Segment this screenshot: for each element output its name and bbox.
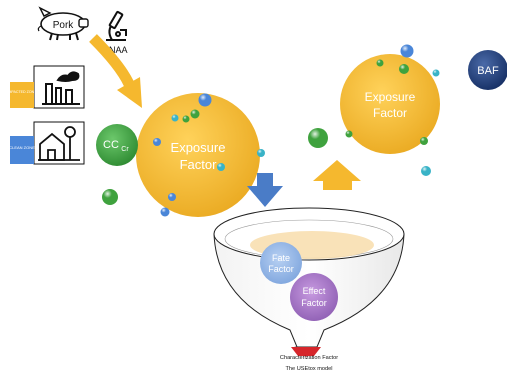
bubble (421, 166, 431, 176)
ccr-label: CC (103, 139, 119, 151)
bubble (400, 44, 414, 58)
outlet-drip (291, 347, 321, 356)
bubble (257, 149, 265, 157)
bubble (399, 64, 409, 74)
exposure-left-line1: Exposure (171, 140, 226, 155)
fate-factor-circle (260, 242, 302, 284)
exposure-right-line1: Exposure (365, 90, 416, 104)
ccr-circle (96, 124, 138, 166)
baf-circle (468, 50, 507, 90)
bubble (153, 138, 161, 146)
bubble (198, 93, 212, 107)
exposure-left-line2: Factor (180, 157, 218, 172)
effect-line2: Factor (301, 298, 327, 308)
clean-zone-label: CLEAN ZONE (9, 145, 35, 150)
bubble (308, 128, 328, 148)
inaa-label: INAA (106, 45, 127, 55)
bubble (376, 59, 384, 67)
down-arrow (247, 173, 283, 207)
impacted-zone-label: IMPACTED ZONE (7, 90, 37, 94)
ccr-subscript: Cr (121, 146, 129, 153)
up-arrow (313, 160, 361, 190)
factory-icon (42, 71, 80, 105)
characterization-factor-caption: Characterization Factor (280, 355, 338, 361)
fate-line1: Fate (272, 253, 290, 263)
bubble (102, 189, 118, 205)
usetox-model-caption: The USEtox model (286, 366, 333, 372)
bubble (168, 193, 176, 201)
baf-label: BAF (477, 65, 499, 77)
effect-factor-circle (290, 273, 338, 321)
bubble (432, 69, 440, 77)
fate-line2: Factor (268, 264, 294, 274)
house-tree-icon (38, 126, 80, 161)
effect-line1: Effect (303, 286, 326, 296)
bubble (217, 163, 225, 171)
exposure-factor-right (340, 54, 440, 154)
pork-arrow-head (117, 77, 142, 108)
clean-zone-tag (10, 136, 34, 164)
bubble (160, 207, 170, 217)
bubbles (102, 44, 440, 217)
bubble (420, 137, 428, 145)
bubble (171, 114, 179, 122)
pig-icon (37, 6, 89, 41)
exposure-factor-left (136, 93, 260, 217)
bubble (345, 130, 353, 138)
bubble (182, 115, 190, 123)
pork-to-exposure-arrow (89, 34, 134, 87)
bubble (190, 109, 200, 119)
microscope-icon (106, 10, 127, 41)
impacted-zone-tag (10, 82, 34, 108)
pork-label: Pork (53, 20, 75, 31)
exposure-right-line2: Factor (373, 106, 407, 120)
